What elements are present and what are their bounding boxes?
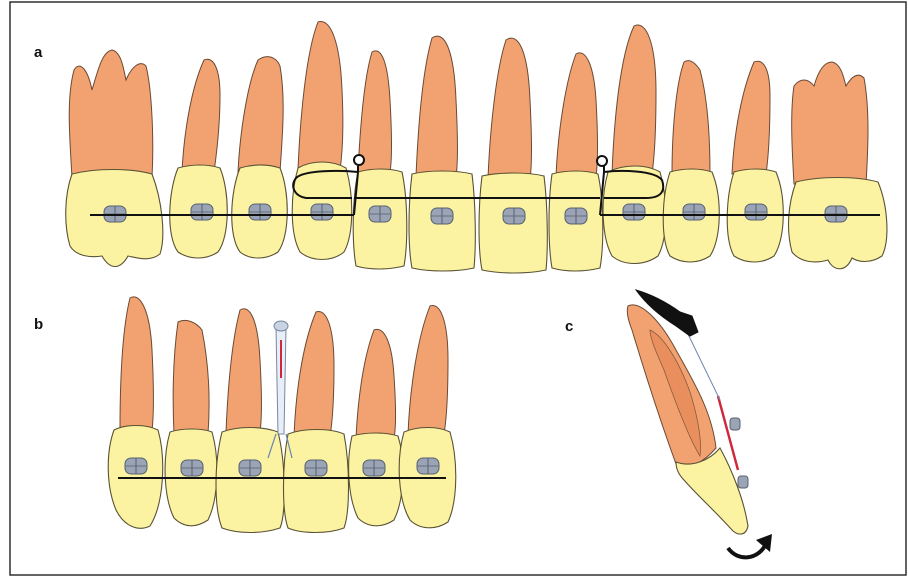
crown-b-4 <box>284 430 349 533</box>
palatal-bracket-upper <box>730 418 740 430</box>
loop-helix-right <box>597 156 607 166</box>
palatal-bracket-lower <box>738 476 748 488</box>
panel-label-a: a <box>34 44 42 61</box>
root-molar-left <box>69 50 153 178</box>
root-b-2 <box>173 320 209 434</box>
panel-label-b: b <box>34 316 43 333</box>
crown-b-3 <box>216 428 284 533</box>
panel-label-c: c <box>565 318 573 335</box>
loop-helix-left <box>354 155 364 165</box>
root-molar-right <box>792 62 868 184</box>
crown-molar-right <box>789 178 887 269</box>
crown-b-5 <box>349 433 403 526</box>
